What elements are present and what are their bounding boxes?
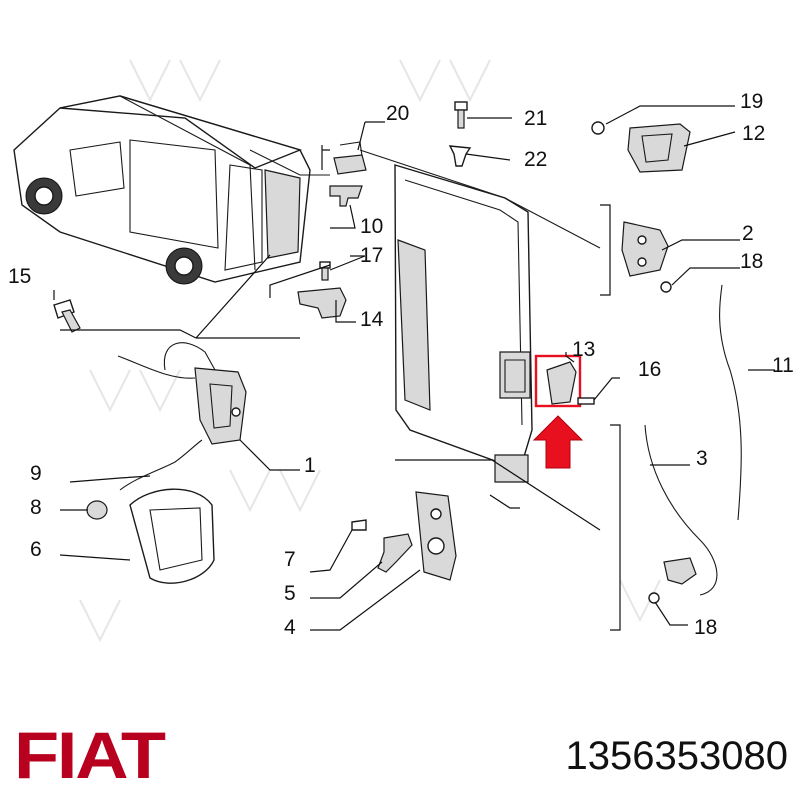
callout-11: 11	[772, 354, 794, 377]
callout-19: 19	[740, 90, 763, 113]
part-18-screw	[660, 281, 672, 293]
part-20	[333, 141, 367, 175]
callout-15: 15	[8, 265, 31, 288]
highlight-frame	[534, 354, 582, 408]
part-6-outer-handle	[129, 488, 215, 584]
part-9-rod	[119, 439, 203, 491]
callout-17: 17	[360, 244, 383, 267]
part-16-screw	[577, 397, 595, 405]
leader-lines	[53, 105, 775, 631]
part-11-cable	[719, 284, 742, 521]
part-18-lower-screw	[648, 592, 660, 604]
callout-13: 13	[572, 338, 595, 361]
part-lower-latch	[663, 557, 697, 585]
callout-20: 20	[386, 102, 409, 125]
part-22-clip	[448, 145, 472, 167]
callout-labels: 20 21 22 19 12 10 2 18 17 15 14 13 11 16…	[8, 90, 794, 639]
part-21-bolt	[454, 101, 468, 129]
highlight-arrow	[532, 415, 584, 469]
callout-18-upper: 18	[740, 250, 763, 273]
part-3-cable	[644, 424, 718, 596]
part-1-lock	[117, 342, 247, 445]
callout-12: 12	[742, 122, 765, 145]
part-15-bolt	[53, 299, 81, 333]
callout-10: 10	[360, 215, 383, 238]
callout-22: 22	[524, 148, 547, 171]
part-2-hinge	[621, 221, 669, 277]
part-17-screw	[319, 261, 331, 281]
part-7-screw	[351, 519, 367, 531]
callout-16: 16	[638, 358, 661, 381]
part-number: 1356353080	[565, 734, 788, 778]
callout-5: 5	[284, 582, 296, 605]
part-12-handle	[627, 123, 691, 173]
part-5-lever	[377, 533, 413, 573]
van-illustration	[13, 95, 330, 285]
callout-14: 14	[360, 308, 384, 331]
callout-8: 8	[30, 496, 42, 519]
callout-3: 3	[696, 447, 708, 470]
callout-21: 21	[524, 107, 547, 130]
rear-door	[359, 149, 601, 483]
part-8-grommet	[86, 500, 108, 520]
callout-4: 4	[284, 616, 296, 639]
part-4-lock	[415, 491, 457, 581]
callout-18-lower: 18	[694, 616, 717, 639]
callout-6: 6	[30, 538, 42, 561]
part-14-striker	[297, 287, 347, 319]
part-19-clip	[591, 121, 605, 135]
part-10	[329, 185, 363, 207]
callout-1: 1	[304, 454, 316, 477]
fiat-logo: FIAT	[14, 718, 166, 792]
callout-7: 7	[284, 548, 296, 571]
part-13-bracket	[534, 354, 582, 408]
callout-9: 9	[30, 462, 42, 485]
callout-2: 2	[742, 222, 754, 245]
